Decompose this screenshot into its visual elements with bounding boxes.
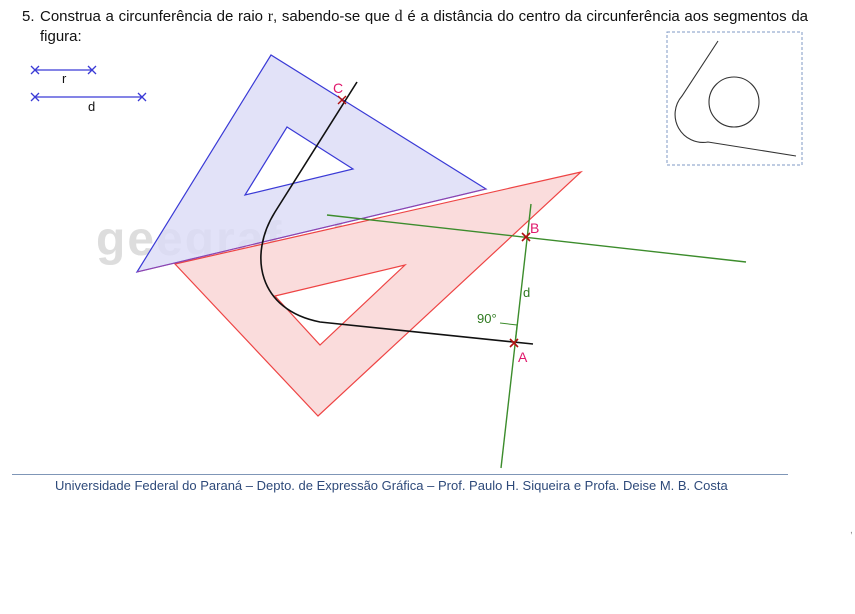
question-prefix: Construa a circunferência de raio: [40, 8, 263, 25]
example-circle: [708, 76, 760, 128]
segment-d-endpoint-left: [30, 92, 40, 102]
given-segments: r d: [30, 65, 147, 114]
question-body: Construa a circunferência de raio r, sab…: [22, 7, 808, 47]
segment-d-label: d: [88, 99, 95, 114]
example-frame: [666, 31, 803, 166]
question-suffix: é a distância do centro da circunferênci…: [40, 8, 809, 45]
segment-d-endpoint-right: [137, 92, 147, 102]
variable-d: d: [394, 8, 403, 25]
segment-r-endpoint-left: [30, 65, 40, 75]
question-number: 5.: [22, 8, 35, 25]
segment-r-endpoint-right: [87, 65, 97, 75]
corner-mark: ,: [850, 525, 853, 536]
point-label-b: B: [530, 220, 539, 236]
angle-label: 90°: [477, 311, 497, 326]
red-set-square-body: [173, 170, 584, 417]
point-label-c: C: [333, 80, 343, 96]
example-profile: [674, 40, 797, 157]
right-angle-marker: [499, 322, 518, 343]
green-parallel: [326, 214, 747, 263]
footer-divider: [12, 474, 788, 475]
question-text: 5. Construa a circunferência de raio r, …: [22, 7, 808, 47]
blue-set-square: [135, 54, 488, 273]
point-label-a: A: [518, 349, 528, 365]
footer-text: Universidade Federal do Paraná – Depto. …: [55, 478, 728, 493]
red-set-square: [173, 170, 584, 417]
black-profile-line: [260, 81, 534, 345]
point-marker-b: [521, 232, 531, 242]
point-marker-c: [337, 95, 347, 105]
segment-r-label: r: [62, 71, 67, 86]
question-middle: , sabendo-se que: [273, 8, 390, 25]
green-construction: 90° d: [326, 203, 747, 469]
points: A B C: [333, 80, 539, 365]
blue-set-square-edge-highlight: [136, 188, 487, 273]
distance-label: d: [523, 285, 530, 300]
example-figure: [666, 31, 803, 166]
point-marker-a: [509, 338, 519, 348]
variable-r: r: [267, 8, 274, 25]
